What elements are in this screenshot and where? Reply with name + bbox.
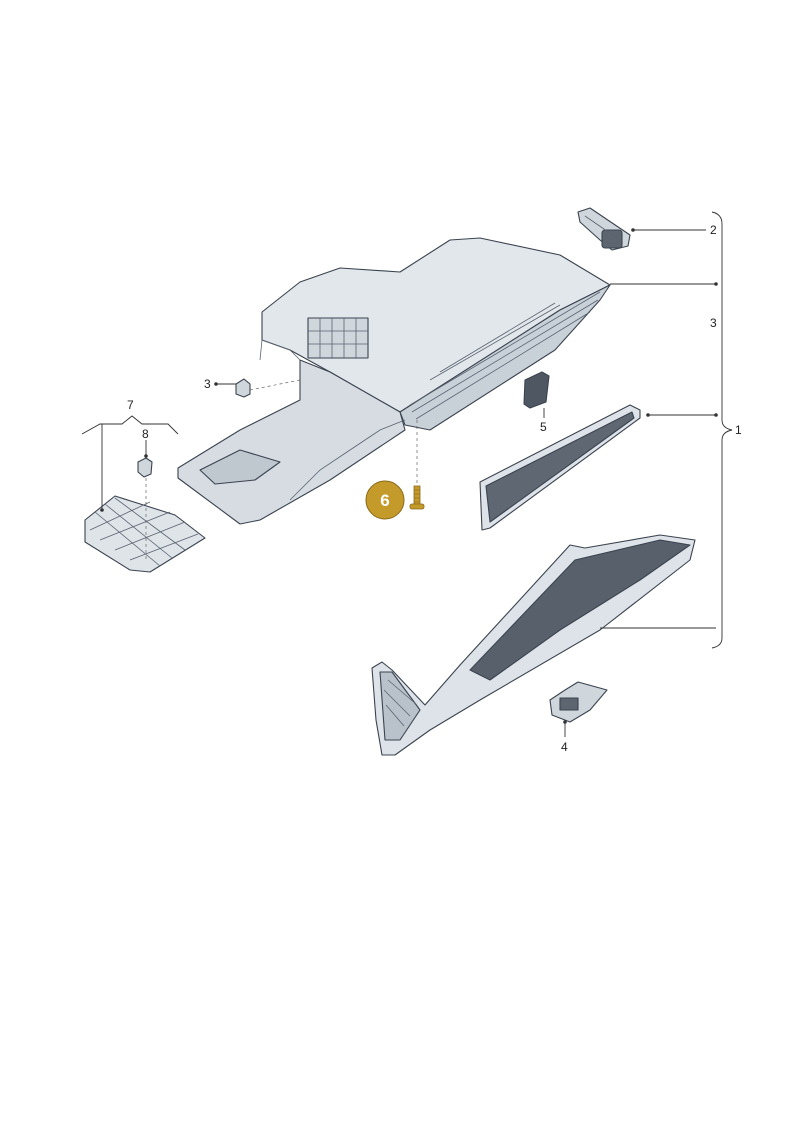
part-4-latch <box>549 681 608 723</box>
lid-grid-lines <box>383 679 417 727</box>
callout-8: 8 <box>142 427 149 441</box>
housing-grid <box>307 317 369 359</box>
part-7-grid-mat <box>84 495 206 573</box>
callout-2: 2 <box>710 223 717 237</box>
callout-3-right: 3 <box>710 316 717 330</box>
leader-lines <box>81 211 733 737</box>
part-5-bracket <box>523 371 550 409</box>
callout-6: 6 <box>380 491 389 510</box>
callout-7: 7 <box>127 398 134 412</box>
housing-front-face <box>399 284 611 431</box>
glove-box-housing <box>177 237 611 525</box>
callout-1: 1 <box>735 423 742 437</box>
part-8-clip <box>137 457 153 478</box>
filter-panel <box>479 404 641 531</box>
part-2-lock-switch <box>577 207 631 251</box>
housing-top-body <box>261 237 611 413</box>
grid-mat-lines <box>89 497 199 567</box>
callout-6-highlight: 6 <box>365 480 405 520</box>
part-6-screw <box>409 485 425 510</box>
callout-4: 4 <box>561 740 568 754</box>
callout-3-left: 3 <box>204 377 211 391</box>
housing-slats <box>409 291 601 420</box>
glove-box-lid <box>371 534 696 756</box>
callout-labels: 1 2 3 3 4 5 7 8 <box>127 223 742 754</box>
part-3-clip <box>235 378 251 398</box>
housing-floor-recess <box>199 449 281 485</box>
highlight-badge <box>365 480 405 520</box>
callout-5: 5 <box>540 420 547 434</box>
